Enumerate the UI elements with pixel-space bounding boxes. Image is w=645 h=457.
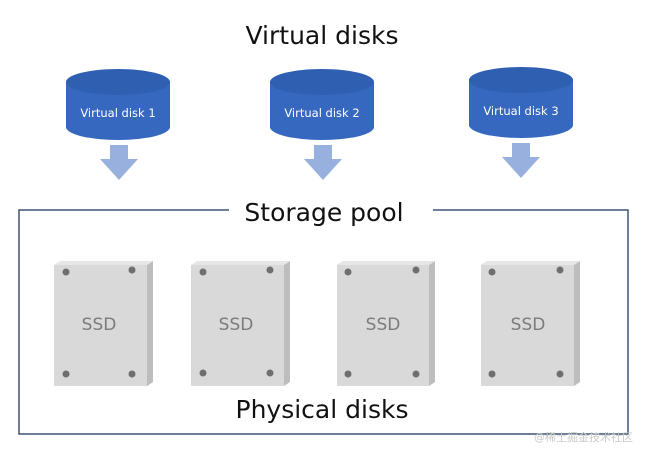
ssd-top-edge — [54, 261, 153, 265]
ssd-side — [284, 261, 290, 386]
screw-icon — [266, 266, 274, 274]
virtual-disk-label: Virtual disk 3 — [483, 104, 558, 118]
storage-pool-heading: Storage pool — [244, 198, 403, 227]
ssd-4: SSD — [481, 261, 580, 386]
screw-icon — [199, 268, 207, 276]
virtual-disk-label: Virtual disk 1 — [80, 106, 155, 120]
screw-icon — [62, 268, 70, 276]
virtual-disk-1: Virtual disk 1 — [66, 69, 170, 140]
virtual-disk-top — [469, 67, 573, 93]
ssd-top-edge — [481, 261, 580, 265]
ssd-top-edge — [191, 261, 290, 265]
ssd-label: SSD — [219, 315, 254, 335]
screw-icon — [412, 266, 420, 274]
screw-icon — [344, 370, 352, 378]
ssd-side — [574, 261, 580, 386]
ssd-2: SSD — [191, 261, 290, 386]
ssd-side — [429, 261, 435, 386]
virtual-disk-top — [270, 69, 374, 95]
virtual-disk-cylinder-icon — [270, 82, 374, 140]
ssd-face — [191, 265, 284, 386]
ssd-3: SSD — [337, 261, 435, 386]
screw-icon — [556, 266, 564, 274]
virtual-disk-2: Virtual disk 2 — [270, 69, 374, 140]
ssd-label: SSD — [82, 315, 117, 335]
screw-icon — [266, 369, 274, 377]
virtual-disk-cylinder-icon — [469, 80, 573, 138]
virtual-disk-cylinder-icon — [66, 82, 170, 140]
screw-icon — [62, 370, 70, 378]
screw-icon — [128, 266, 136, 274]
virtual-disk-label: Virtual disk 2 — [284, 106, 359, 120]
screw-icon — [488, 370, 496, 378]
virtual-disk-top — [66, 69, 170, 95]
ssd-label: SSD — [511, 315, 546, 335]
storage-pool-border — [18, 209, 629, 435]
ssd-top-edge — [337, 261, 435, 265]
screw-icon — [128, 370, 136, 378]
screw-icon — [412, 370, 420, 378]
watermark: @稀土掘金技术社区 — [534, 430, 633, 444]
screw-icon — [344, 268, 352, 276]
ssd-face — [337, 265, 429, 386]
screw-icon — [556, 370, 564, 378]
virtual-disk-3: Virtual disk 3 — [469, 67, 573, 138]
down-arrow-icon — [304, 145, 342, 180]
ssd-side — [147, 261, 153, 386]
ssd-face — [481, 265, 574, 386]
virtual-disks-heading: Virtual disks — [246, 21, 399, 50]
screw-icon — [488, 268, 496, 276]
down-arrow-icon — [502, 143, 540, 178]
screw-icon — [199, 369, 207, 377]
ssd-label: SSD — [366, 315, 401, 335]
ssd-1: SSD — [54, 261, 153, 386]
down-arrow-icon — [100, 145, 138, 180]
ssd-face — [54, 265, 147, 386]
physical-disks-heading: Physical disks — [236, 395, 409, 424]
